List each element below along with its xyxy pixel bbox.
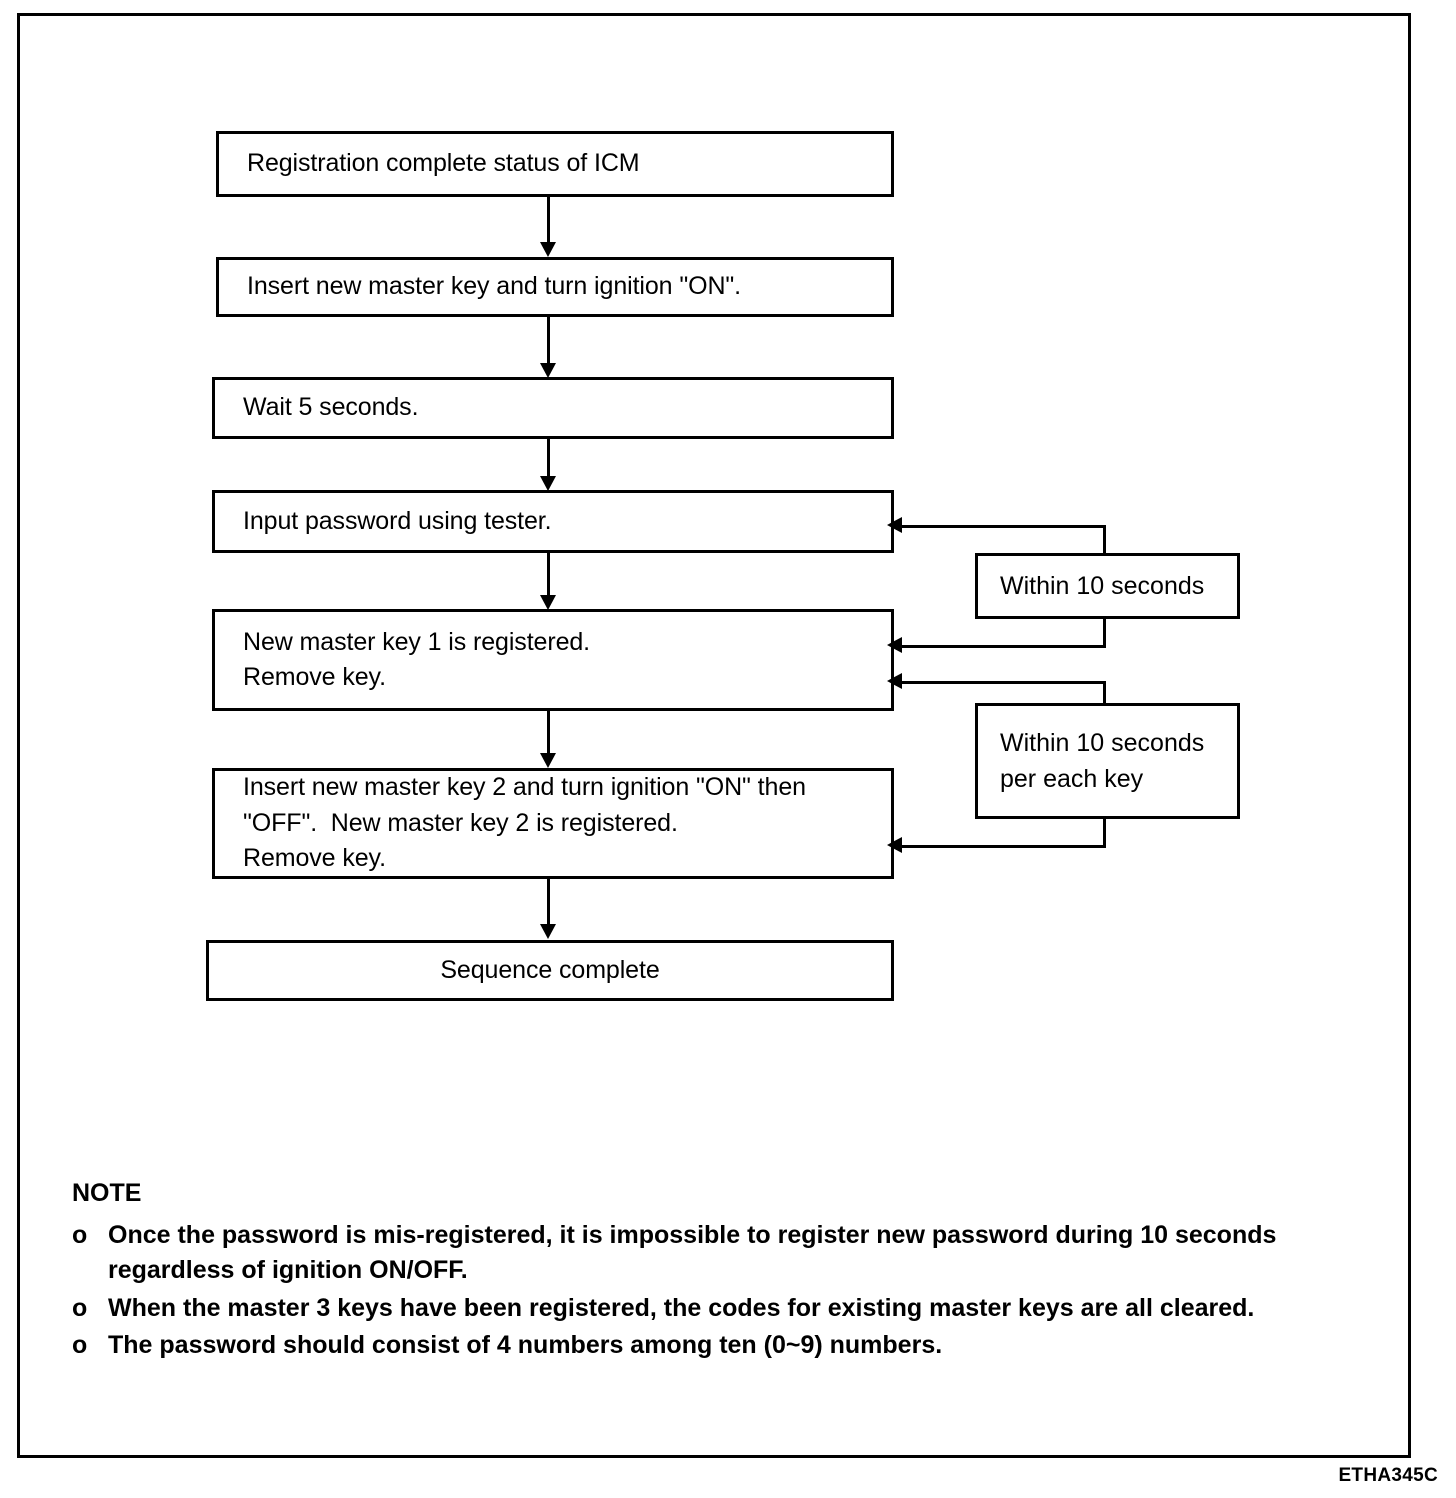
note-bullet-icon: o bbox=[72, 1331, 88, 1359]
flow-step-4: Input password using tester. bbox=[212, 490, 894, 553]
arrowhead-4-5 bbox=[540, 595, 556, 610]
connector-5-6 bbox=[547, 711, 550, 754]
flow-step-5-line-1: New master key 1 is registered. bbox=[243, 627, 591, 656]
note-item-text: The password should consist of 4 numbers… bbox=[108, 1331, 943, 1359]
timing-note-2-line-1: Within 10 seconds bbox=[1000, 728, 1205, 757]
note-block: NOTE o Once the password is mis-register… bbox=[72, 1176, 1392, 1366]
timing-1-top-stem bbox=[1103, 525, 1106, 556]
note-title: NOTE bbox=[72, 1179, 142, 1207]
note-item-text: Once the password is mis-registered, it … bbox=[108, 1220, 1277, 1285]
flow-step-5: New master key 1 is registered. Remove k… bbox=[212, 609, 894, 711]
flow-step-6: Insert new master key 2 and turn ignitio… bbox=[212, 768, 894, 879]
note-bullet-icon: o bbox=[72, 1293, 88, 1322]
flow-step-4-line-1: Input password using tester. bbox=[243, 506, 552, 535]
arrowhead-5-6 bbox=[540, 753, 556, 768]
arrowhead-timing-1-to-step-5 bbox=[887, 637, 902, 653]
flow-step-7-line-1: Sequence complete bbox=[440, 955, 660, 984]
flow-step-3: Wait 5 seconds. bbox=[212, 377, 894, 439]
connector-1-2 bbox=[547, 197, 550, 243]
timing-note-2: Within 10 seconds per each key bbox=[975, 703, 1240, 819]
flow-step-6-line-3: Remove key. bbox=[243, 844, 386, 873]
timing-note-1: Within 10 seconds bbox=[975, 553, 1240, 619]
arrowhead-timing-2-to-step-5 bbox=[887, 673, 902, 689]
timing-2-top-run bbox=[897, 681, 1106, 684]
flow-step-2: Insert new master key and turn ignition … bbox=[216, 257, 894, 317]
arrowhead-1-2 bbox=[540, 242, 556, 257]
timing-2-top-stem bbox=[1103, 681, 1106, 706]
connector-6-7 bbox=[547, 879, 550, 925]
arrowhead-timing-2-to-step-6 bbox=[887, 837, 902, 853]
flow-step-1-line-1: Registration complete status of ICM bbox=[247, 149, 640, 178]
flow-step-5-line-2: Remove key. bbox=[243, 663, 386, 691]
flow-step-7: Sequence complete bbox=[206, 940, 894, 1001]
timing-note-2-line-2: per each key bbox=[1000, 765, 1144, 793]
note-item: o When the master 3 keys have been regis… bbox=[72, 1291, 1392, 1327]
arrowhead-6-7 bbox=[540, 924, 556, 939]
connector-4-5 bbox=[547, 553, 550, 596]
flow-step-2-line-1: Insert new master key and turn ignition … bbox=[247, 272, 742, 301]
timing-2-bottom-run bbox=[897, 845, 1106, 848]
arrowhead-timing-1-to-step-4 bbox=[887, 517, 902, 533]
flow-step-6-line-1: Insert new master key 2 and turn ignitio… bbox=[243, 773, 806, 802]
note-item-text: When the master 3 keys have been registe… bbox=[108, 1293, 1255, 1322]
connector-2-3 bbox=[547, 317, 550, 364]
timing-2-bottom-stem bbox=[1103, 816, 1106, 848]
flow-step-3-line-1: Wait 5 seconds. bbox=[243, 393, 419, 422]
arrowhead-2-3 bbox=[540, 363, 556, 378]
flow-step-6-line-2: "OFF". New master key 2 is registered. bbox=[243, 808, 678, 837]
timing-note-1-line-1: Within 10 seconds bbox=[1000, 571, 1205, 600]
note-item: o Once the password is mis-registered, i… bbox=[72, 1218, 1392, 1289]
note-item: o The password should consist of 4 numbe… bbox=[72, 1328, 1392, 1364]
note-bullet-icon: o bbox=[72, 1220, 88, 1249]
connector-3-4 bbox=[547, 439, 550, 477]
flow-step-1: Registration complete status of ICM bbox=[216, 131, 894, 197]
timing-1-top-run bbox=[897, 525, 1106, 528]
arrowhead-3-4 bbox=[540, 476, 556, 491]
timing-1-bottom-run bbox=[897, 645, 1106, 648]
timing-1-bottom-stem bbox=[1103, 616, 1106, 648]
figure-code-label: ETHA345C bbox=[1338, 1465, 1438, 1486]
figure-border bbox=[17, 13, 1411, 1458]
